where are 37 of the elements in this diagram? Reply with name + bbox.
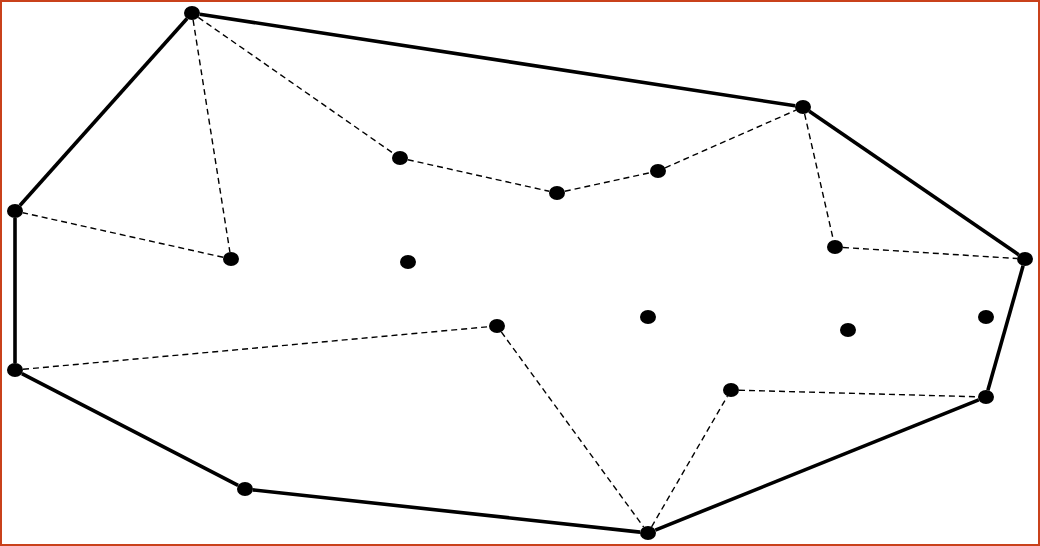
hull-line	[199, 12, 796, 108]
point-dot	[640, 310, 656, 324]
hull-line	[21, 372, 239, 487]
dashed-line	[564, 172, 651, 192]
dashed-line	[407, 159, 550, 192]
point-dot	[489, 319, 505, 333]
point-dot	[978, 310, 994, 324]
dashed-line	[650, 395, 729, 528]
point-dot	[392, 151, 408, 165]
dashed-line	[500, 331, 645, 528]
point-dot	[549, 186, 565, 200]
point-dot	[400, 255, 416, 269]
point-dot	[640, 526, 656, 540]
point-dot	[650, 164, 666, 178]
dashed-line	[664, 109, 797, 169]
point-dot	[978, 390, 994, 404]
hull-line	[13, 218, 17, 363]
point-dot	[1017, 252, 1033, 266]
dashed-line	[22, 326, 490, 370]
point-dot	[184, 6, 200, 20]
point-dot	[840, 323, 856, 337]
point-dot	[7, 204, 23, 218]
dashed-line	[192, 19, 231, 253]
hull-line	[986, 265, 1025, 391]
hull-line	[654, 398, 980, 532]
hull-line	[252, 488, 641, 534]
point-dot	[7, 363, 23, 377]
point-dot	[723, 383, 739, 397]
point-dot	[827, 240, 843, 254]
hull-line	[808, 109, 1020, 257]
hull-line	[18, 17, 189, 207]
point-dot	[795, 100, 811, 114]
dashed-line	[22, 212, 224, 258]
point-dot	[237, 482, 253, 496]
dashed-line	[842, 246, 1018, 260]
dashed-line	[197, 16, 395, 155]
point-dot	[223, 252, 239, 266]
